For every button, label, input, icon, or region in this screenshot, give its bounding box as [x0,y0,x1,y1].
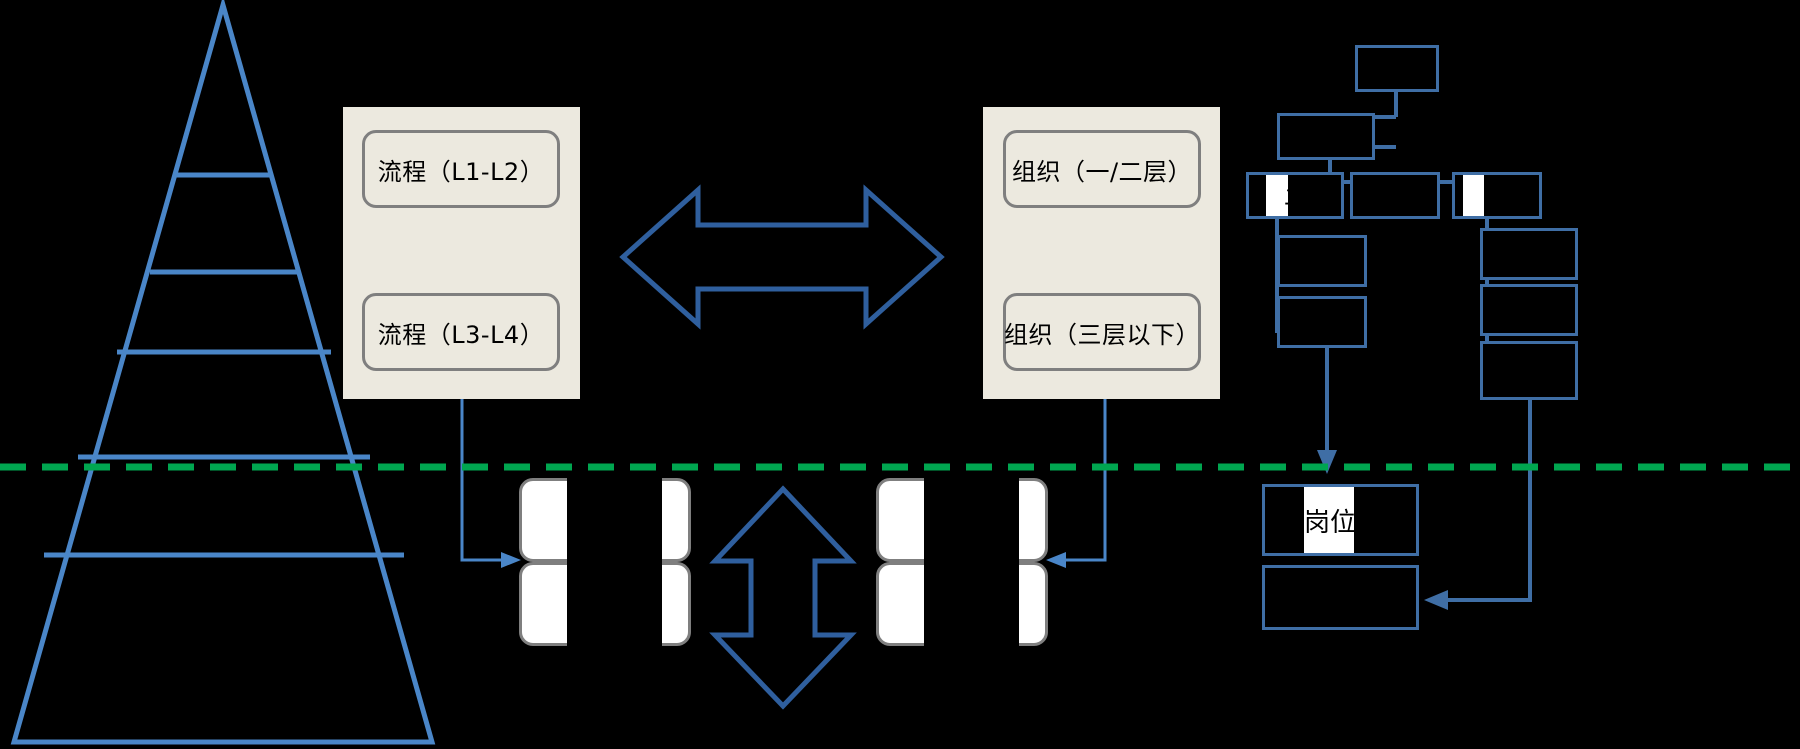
bidirectional-arrow-horizontal [619,184,945,330]
org-node-3c[interactable]: 二 [1452,172,1542,219]
org-node-bottom[interactable] [1262,565,1419,630]
capability-pyramid [10,0,436,745]
activity-card-right-bottom[interactable] [876,562,1048,646]
org-box-tier-1-2[interactable]: 组织（一/二层） [1003,130,1201,208]
org-node-3a[interactable]: 二 [1246,172,1344,219]
org-node-3b[interactable] [1350,172,1440,219]
process-box-l3-l4-label: 流程（L3-L4） [377,320,545,349]
org-node-position-visible-text: 岗位 [1304,507,1354,538]
activity-card-right-top[interactable] [876,478,1048,562]
org-box-tier-3-down-label: 组织（三层以下） [1004,320,1200,349]
process-box-l1-l2-label: 流程（L1-L2） [377,157,545,186]
bidirectional-arrow-vertical [709,485,857,710]
org-node-3a-label: 二 [1283,185,1306,211]
org-node-4a[interactable] [1277,235,1367,287]
org-box-tier-3-down[interactable]: 组织（三层以下） [1003,293,1201,371]
pyramid-outline [10,0,436,745]
org-node-5c[interactable] [1480,341,1578,400]
org-node-top[interactable] [1355,45,1439,92]
org-node-5b[interactable] [1480,284,1578,336]
org-node-4b[interactable] [1277,296,1367,348]
connector-org-to-activity-right [1046,370,1107,568]
org-node-3c-label: 二 [1485,185,1508,211]
org-node-2[interactable] [1277,113,1375,160]
connector-process-to-activity-left [460,370,521,568]
process-box-l1-l2[interactable]: 流程（L1-L2） [362,130,560,208]
org-node-5a[interactable] [1480,228,1578,280]
activity-card-left-top[interactable] [519,478,691,562]
process-box-l3-l4[interactable]: 流程（L3-L4） [362,293,560,371]
org-box-tier-1-2-label: 组织（一/二层） [1011,157,1193,186]
activity-card-left-bottom[interactable] [519,562,691,646]
